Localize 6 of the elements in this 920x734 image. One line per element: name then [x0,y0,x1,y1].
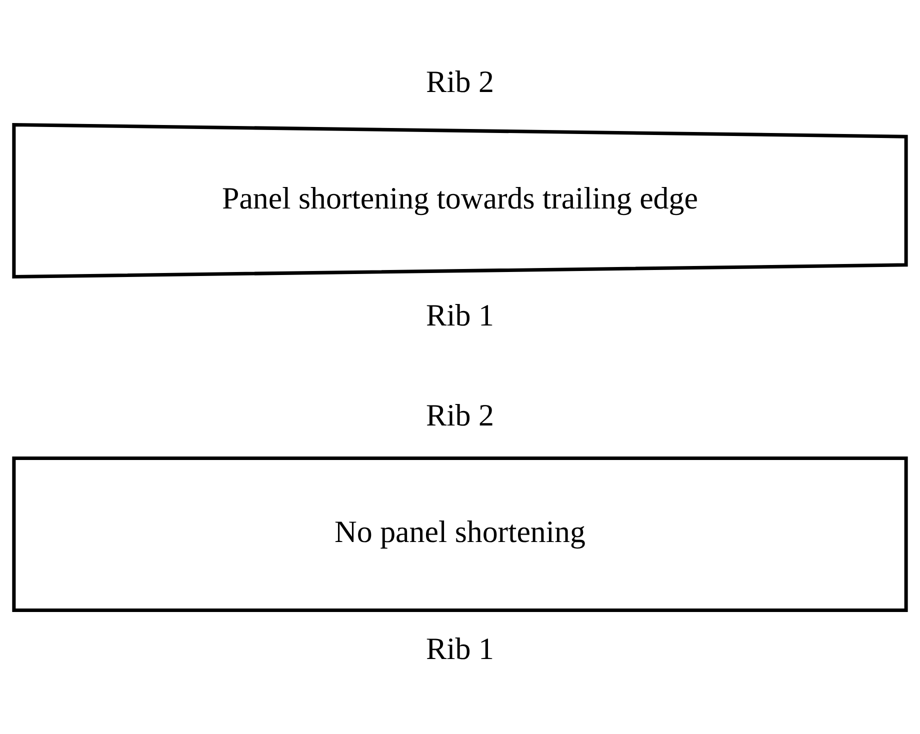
node-label: Rib 1 [426,296,494,332]
node-box: Panel shortening towards trailing edge [12,122,908,278]
node-label: Rib 1 [426,630,494,666]
node-label: Rib 2 [426,396,494,432]
node-box: No panel shortening [12,456,908,612]
node-label: Rib 2 [426,63,494,98]
